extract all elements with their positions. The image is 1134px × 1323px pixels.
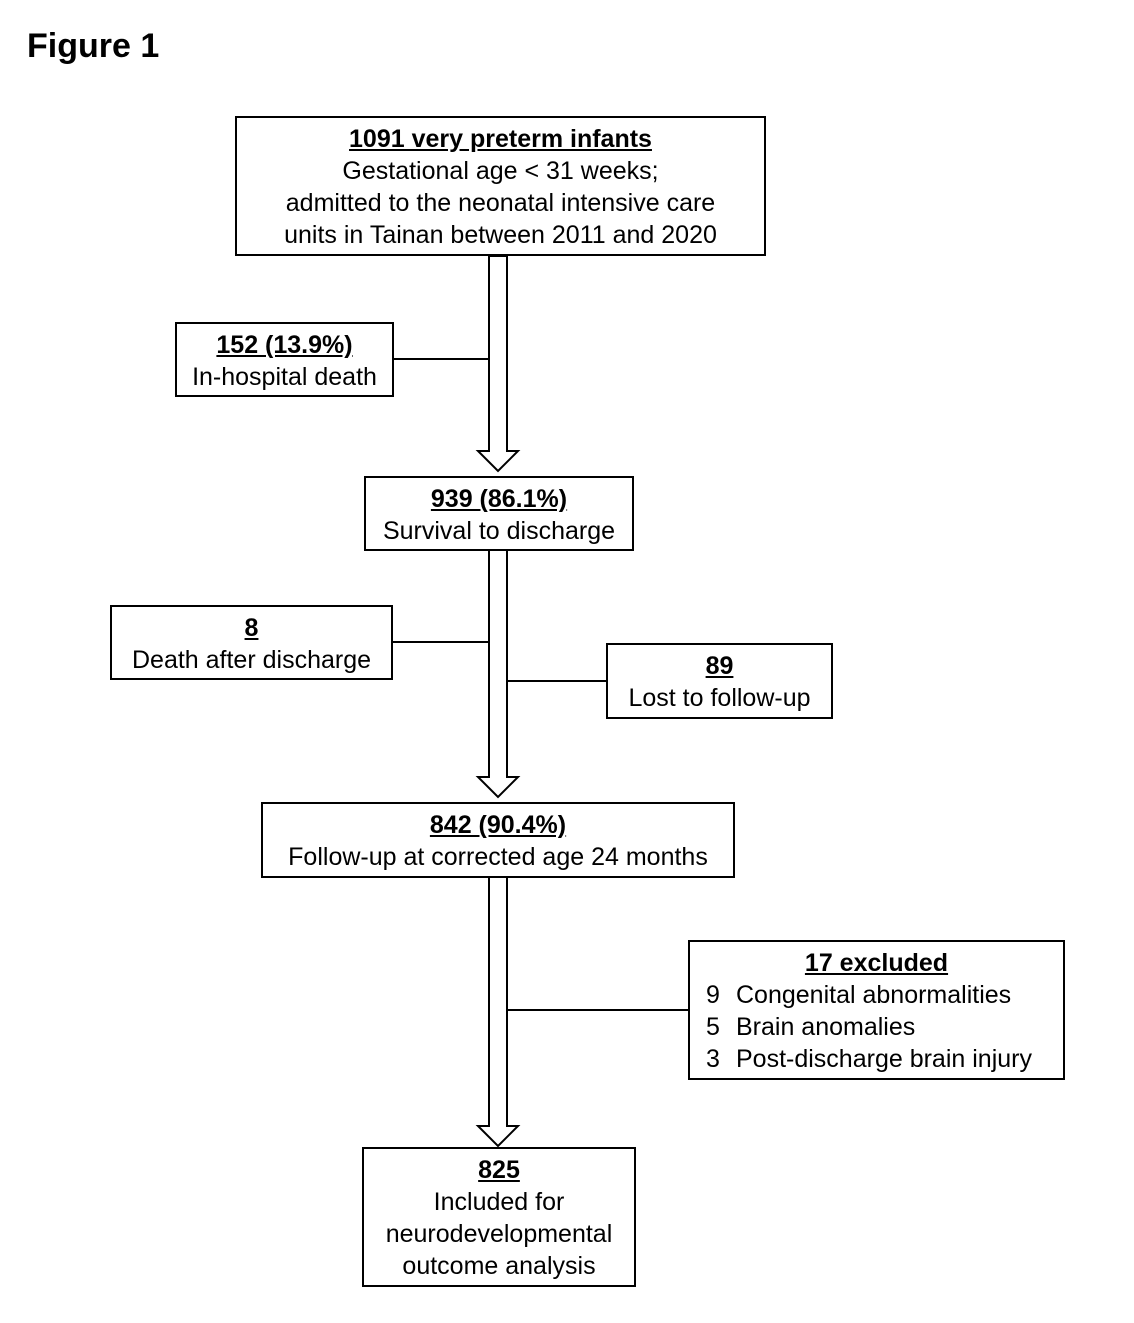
exclusion-count: 3 [706,1045,720,1073]
node-line: Follow-up at corrected age 24 months [288,843,708,871]
node-line: Death after discharge [131,646,372,674]
node-heading: 152 (13.9%) [216,331,353,359]
exclusion-count: 5 [706,1013,720,1041]
node-lost-follow-up: 89 Lost to follow-up [606,643,833,719]
node-follow-up: 842 (90.4%) Follow-up at corrected age 2… [261,802,735,878]
node-heading: 842 (90.4%) [429,811,567,839]
node-heading: 8 [244,614,259,642]
exclusion-item: 9 Congenital abnormalities [706,979,1063,1011]
node-heading: 17 excluded [804,949,949,977]
node-line: outcome analysis [402,1252,596,1280]
node-line: Lost to follow-up [628,684,811,712]
exclusion-item: 5 Brain anomalies [706,1011,1063,1043]
node-heading: 89 [705,652,734,680]
node-heading: 825 [478,1156,520,1184]
node-death-after-discharge: 8 Death after discharge [110,605,393,680]
node-survival: 939 (86.1%) Survival to discharge [364,476,634,551]
exclusion-count: 9 [706,981,720,1009]
node-start: 1091 very preterm infants Gestational ag… [235,116,766,256]
node-line: Survival to discharge [382,517,616,545]
node-heading: 939 (86.1%) [430,485,568,513]
arrow-follow-up-to-included [475,876,521,1148]
node-line: Gestational age < 31 weeks; [342,157,659,185]
node-line: Included for [433,1188,565,1216]
node-included: 825 Included for neurodevelopmental outc… [362,1147,636,1287]
node-line: units in Tainan between 2011 and 2020 [284,221,717,249]
exclusion-label: Brain anomalies [736,1013,916,1041]
exclusion-item: 3 Post-discharge brain injury [706,1043,1063,1075]
node-line: In-hospital death [192,363,377,391]
exclusion-label: Congenital abnormalities [736,981,1012,1009]
arrow-start-to-survival [475,255,521,473]
node-line: admitted to the neonatal intensive care [285,189,716,217]
exclusion-label: Post-discharge brain injury [736,1045,1032,1073]
node-heading: 1091 very preterm infants [349,125,652,153]
node-in-hospital-death: 152 (13.9%) In-hospital death [175,322,394,397]
figure-title: Figure 1 [27,27,160,65]
arrow-survival-to-follow-up [475,549,521,799]
node-line: neurodevelopmental [385,1220,613,1248]
